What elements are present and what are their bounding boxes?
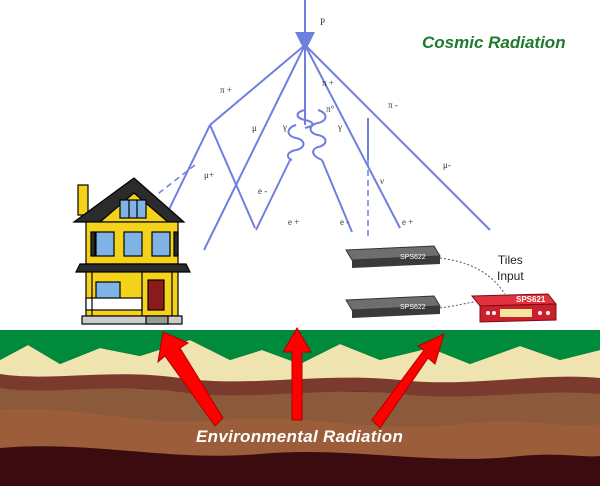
label-e-plus-right: e +: [402, 217, 414, 227]
porch-roof: [75, 263, 191, 273]
tiles-input-label: Tiles Input: [497, 252, 524, 284]
attic-window: [119, 199, 147, 219]
label-gamma-left: γ: [283, 122, 287, 132]
front-door: [147, 279, 165, 311]
upper-window-3: [151, 231, 171, 257]
track-mu-plus: [209, 124, 256, 229]
device-cables: [439, 257, 506, 309]
sps5621-led-4: [546, 311, 550, 315]
cable-bottom: [439, 301, 475, 309]
label-e-minus-left: e -: [258, 186, 268, 196]
sps5622-bottom-device: [345, 295, 441, 318]
upper-window-1: [95, 231, 115, 257]
upper-window-2: [123, 231, 143, 257]
track-e-minus-left: [203, 44, 306, 251]
sps5621-device: [470, 293, 558, 323]
label-sps5622-bottom: SPS622: [400, 304, 426, 311]
porch-floor: [81, 315, 183, 325]
gamma-coils: [286, 109, 327, 161]
track-gamma-e-plus: [255, 159, 291, 231]
sps5621-led-3: [538, 311, 542, 315]
cosmic-radiation-title: Cosmic Radiation: [422, 33, 566, 52]
gamma-coil-left: [286, 124, 305, 161]
sand-layer: [0, 340, 600, 383]
cable-top: [439, 257, 506, 295]
label-e-minus-right: e -: [340, 217, 350, 227]
arrow-left: [157, 331, 224, 427]
porch-steps: [145, 315, 169, 325]
track-gamma-e-minus: [321, 159, 353, 233]
label-mu-left: μ: [252, 123, 257, 133]
label-pi-plus-left: π +: [220, 85, 232, 95]
sps5621-led-2: [492, 311, 496, 315]
porch-railing: [85, 297, 143, 311]
sps5622-top-device: [345, 245, 441, 268]
label-pi-plus-mid: π +: [322, 78, 334, 88]
label-sps5621: SPS621: [516, 295, 546, 304]
sps5622-bottom-front: [352, 306, 440, 318]
gamma-coil-top: [296, 109, 314, 129]
environmental-radiation-title: Environmental Radiation: [196, 427, 404, 446]
sps5621-display: [500, 309, 532, 317]
label-sps5622-top: SPS622: [400, 254, 426, 261]
label-nu: ν: [380, 176, 385, 186]
label-mu-plus: μ+: [204, 170, 214, 180]
track-pi-plus-left: [209, 44, 306, 126]
label-pi0: π°: [326, 104, 335, 114]
label-pi-minus: π -: [388, 100, 398, 110]
house-illustration: [72, 177, 191, 325]
gamma-coil-right: [309, 109, 327, 161]
tiles-input-line1: Tiles: [497, 253, 523, 267]
sps5622-top-front: [352, 256, 440, 268]
sps5621-led-1: [486, 311, 490, 315]
dashed-neutrino-tracks: [149, 160, 369, 240]
label-p: P: [320, 17, 326, 27]
label-e-plus-left: e +: [288, 217, 300, 227]
bottom-soil-layer: [0, 446, 600, 486]
track-pi-plus-mid: [304, 44, 401, 229]
upper-shutter-1: [90, 231, 96, 257]
arrow-right: [371, 333, 445, 429]
label-mu-minus: μ-: [443, 160, 451, 170]
environmental-arrows: [157, 327, 445, 429]
tiles-input-line2: Input: [497, 269, 524, 283]
upper-shutter-2: [173, 231, 179, 257]
label-gamma-right: γ: [338, 122, 342, 132]
arrow-center: [282, 327, 312, 421]
chimney: [77, 184, 89, 216]
track-pi-minus: [304, 44, 491, 231]
